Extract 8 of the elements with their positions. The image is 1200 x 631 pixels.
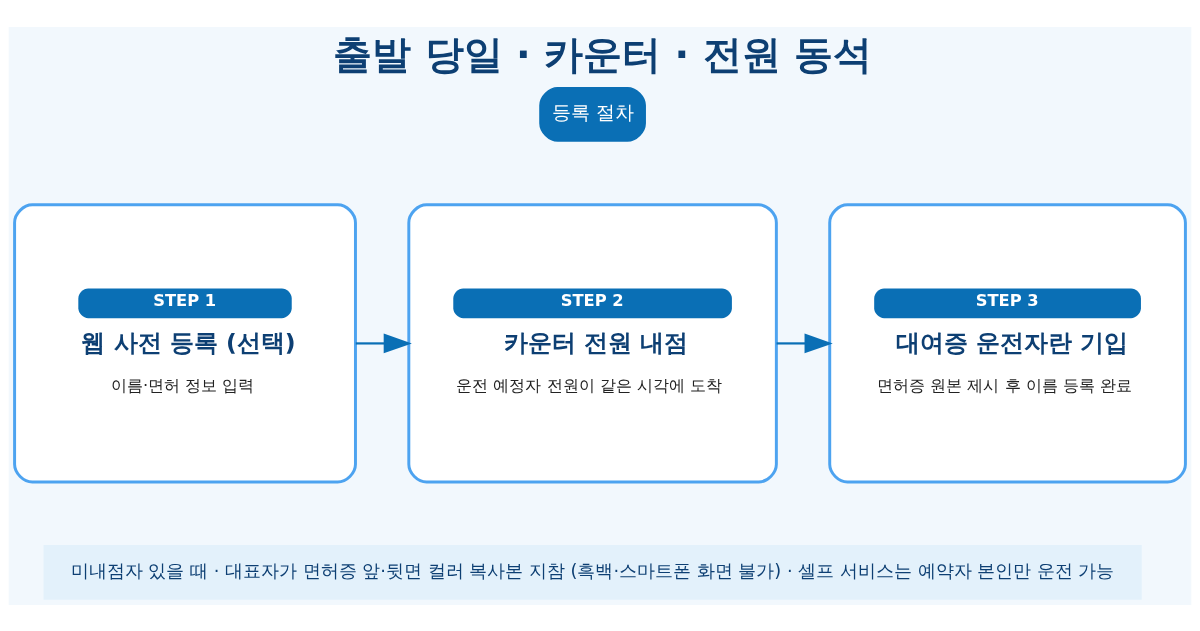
node-box: STEP 2 카운터 전원 내점 운전 예정자 전원이 같은 시각에 도착 xyxy=(407,202,778,483)
node-box: STEP 1 웹 사전 등록 (선택) 이름·면허 정보 입력 xyxy=(13,202,357,483)
label: 미내점자 있을 때 · 대표자가 면허증 앞·뒷면 컬러 복사본 지참 (흑백·스마트폰 화면 불가) · 셀프 서비스는 예약자 본인만 운전 가능 xyxy=(70,559,1115,581)
label: 등록 절차 xyxy=(551,100,634,124)
node-box: STEP 3 대여증 운전자란 기입 면허증 원본 제시 후 이름 등록 완료 xyxy=(828,202,1187,483)
arrow xyxy=(776,333,833,353)
arrow xyxy=(355,333,412,353)
diagram-title: 출발 당일 · 카운터 · 전원 동석 xyxy=(333,31,872,77)
